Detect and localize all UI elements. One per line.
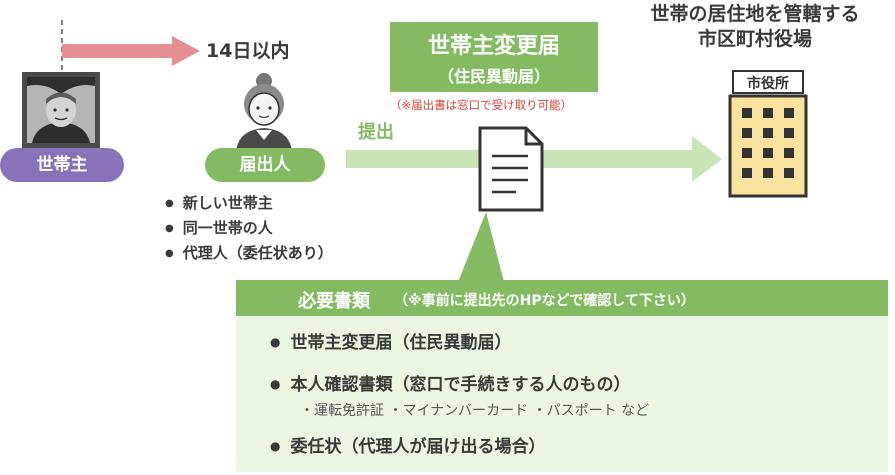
deadline-arrow [62,36,200,66]
head-of-household-portrait-icon [22,72,100,148]
city-hall-sign: 市役所 [732,70,804,94]
requirement-item-examples: ・運転免許証 ・マイナンバーカード ・パスポート など [300,403,650,419]
requirements-list: 世帯主変更届（住民異動届） 本人確認書類（窓口で手続きする人のもの） ・運転免許… [236,316,888,472]
notifier-candidate-item: 新しい世帯主 [165,192,333,217]
document-note: （※届出書は窓口で受け取り可能） [390,98,573,112]
requirement-item: 世帯主変更届（住民異動届） [270,328,511,353]
document-title-box: 世帯主変更届 （住民異動届） [390,22,598,92]
notifier-candidate-item: 同一世帯の人 [165,217,333,242]
office-title: 世帯の居住地を管轄する 市区町村役場 [620,2,890,52]
requirements-header: 必要書類 （※事前に提出先のHPなどで確認して下さい） [236,280,888,316]
head-of-household-badge: 世帯主 [0,148,124,182]
office-title-line2: 市区町村役場 [697,28,812,50]
city-hall-building-icon [728,94,808,198]
document-icon [478,126,544,212]
callout-pointer [458,212,504,282]
requirement-item: 本人確認書類（窓口で手続きする人のもの） [270,370,630,395]
notifier-person-icon [236,73,292,152]
document-subtitle: （住民異動届） [437,67,550,86]
notifier-badge: 届出人 [205,148,325,182]
notifier-candidate-item: 代理人（委任状あり） [165,242,333,267]
notifier-candidate-list: 新しい世帯主 同一世帯の人 代理人（委任状あり） [165,192,333,267]
submit-label: 提出 [358,122,394,143]
deadline-label: 14日以内 [206,40,290,62]
requirements-title: 必要書類 [298,291,370,312]
requirement-item: 委任状（代理人が届け出る場合） [270,432,545,457]
office-title-line1: 世帯の居住地を管轄する [650,3,860,25]
document-title: 世帯主変更届 [427,34,560,59]
requirements-note: （※事前に提出先のHPなどで確認して下さい） [394,293,695,309]
